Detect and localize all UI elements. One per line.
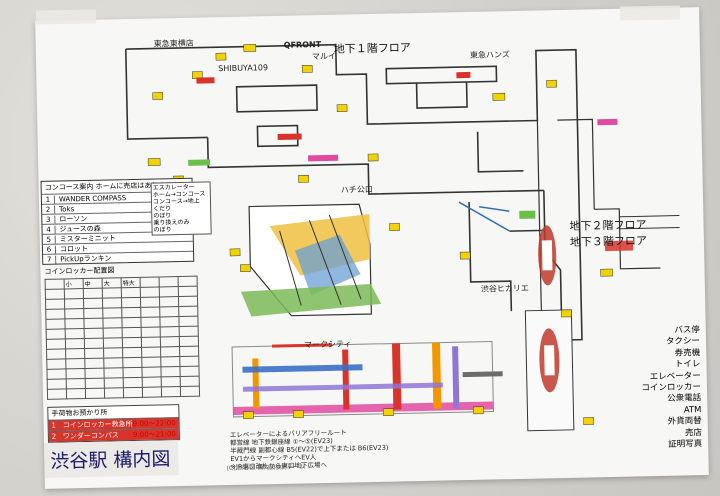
locker-grid: 小中大特大 [45, 276, 201, 400]
map-footer: (C) 渋谷区 構内図検討チーム [226, 463, 306, 473]
services-legend: バス停 タクシー 券売機 トイレ エレベーター コインロッカー 公衆電話 ATM… [640, 325, 703, 452]
map-title: 渋谷駅 構内図 [42, 440, 179, 478]
coin-locker-table: コインロッカー配置図 小中大特大 [44, 263, 215, 400]
label-hachiko: ハチ公口 [340, 184, 373, 195]
label-marui: マルイ [311, 51, 337, 62]
service-exchange: 外貨両替 [667, 416, 702, 428]
floor-label-b1: 地下１階フロア [333, 41, 411, 56]
label-mark-city: マークシティ [303, 339, 352, 350]
label-tokyu-hands: 東急ハンズ [469, 50, 510, 60]
locker-title: コインロッカー配置図 [44, 266, 115, 276]
tape-top-right [619, 5, 681, 21]
symbol-up-2: のぼり [153, 226, 172, 234]
floor-label-b2: 地下２階フロア [569, 218, 647, 233]
floor-label-b3: 地下３階フロア [569, 234, 648, 249]
service-toilet: トイレ [674, 359, 701, 370]
map-drawing [124, 43, 680, 432]
label-shibuya109: SHIBUYA109 [218, 63, 269, 74]
label-tokyu-toyoko: 東急東横店 [153, 38, 194, 49]
label-hikarie: 渋谷ヒカリエ [480, 283, 529, 294]
symbol-legend: エスカレーター ホーム→コンコース コンコース→地上 くだり のぼり 乗り換えの… [150, 181, 212, 236]
service-photo: 証明写真 [668, 439, 703, 450]
label-qfront: QFRONT [283, 40, 322, 50]
station-map-sheet: 地下１階フロア 地下２階フロア 地下３階フロア QFRONT マルイ 東急東横店… [35, 7, 709, 489]
tape-top-left [35, 9, 97, 25]
